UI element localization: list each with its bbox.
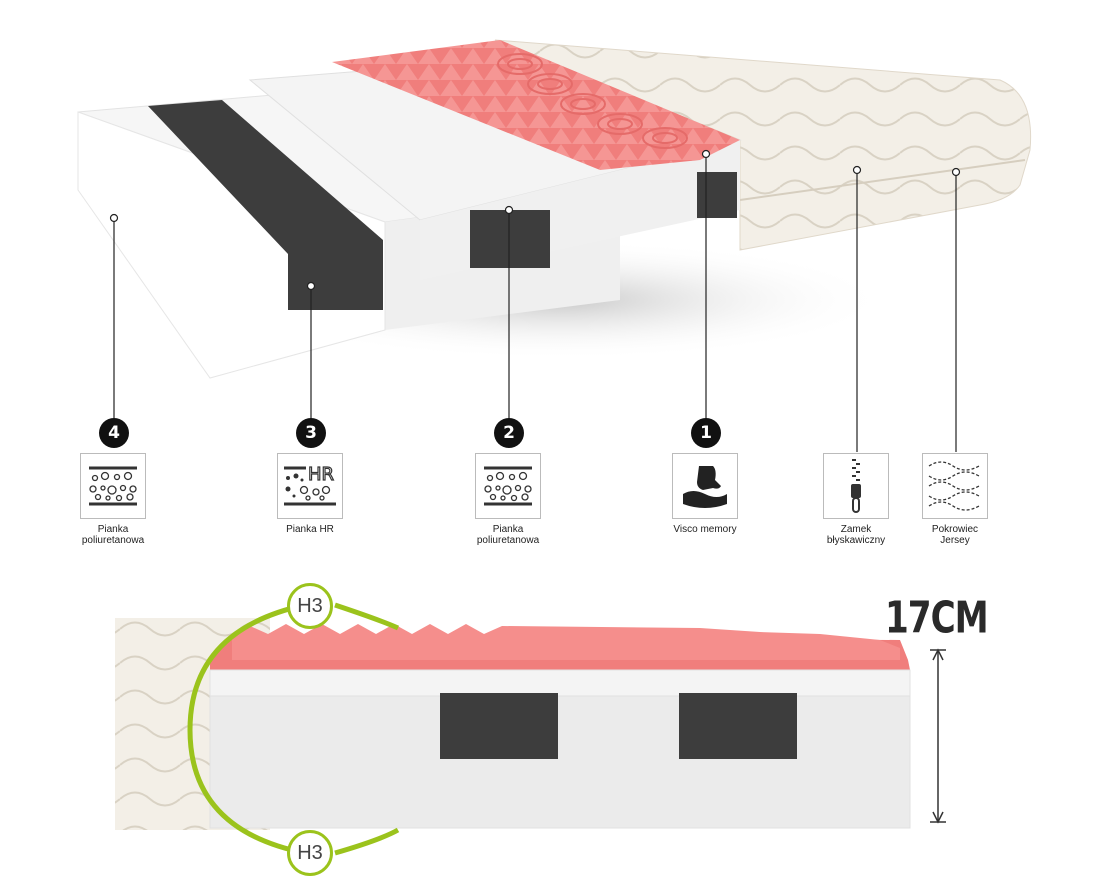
hr-icon-text: HR: [308, 464, 334, 485]
layer-badge-1: 1: [691, 418, 721, 448]
jersey-cover: [494, 39, 1032, 251]
foam-bubbles-icon: [80, 453, 146, 519]
firmness-badge-bottom: H3: [287, 830, 333, 876]
layer-badge-3: 3: [296, 418, 326, 448]
hr-foam-icon: HR: [277, 453, 343, 519]
layer-badge-4: 4: [99, 418, 129, 448]
zipper-icon: [823, 453, 889, 519]
firmness-badge-top: H3: [287, 583, 333, 629]
layer-badge-2: 2: [494, 418, 524, 448]
section-middle-foam: [209, 669, 911, 697]
firmness-arc: [187, 602, 306, 856]
jersey-fabric-icon: [922, 453, 988, 519]
hr-insert-front: [470, 210, 550, 268]
foam-bubbles-icon: [475, 453, 541, 519]
section-base-foam: [209, 695, 911, 829]
memory-foam-layer: [332, 40, 740, 170]
height-arrow: [930, 648, 946, 824]
hand-press-memory-icon: [672, 453, 738, 519]
section-hr-insert-2: [679, 693, 797, 759]
mattress-height-label: 17CM: [885, 592, 989, 643]
hr-insert-stripe: [148, 100, 383, 310]
caption-layer-1: Visco memory: [673, 524, 737, 535]
hr-insert-edge: [697, 172, 737, 218]
caption-layer-3: Pianka HR: [286, 524, 334, 535]
section-hr-insert-1: [440, 693, 558, 759]
